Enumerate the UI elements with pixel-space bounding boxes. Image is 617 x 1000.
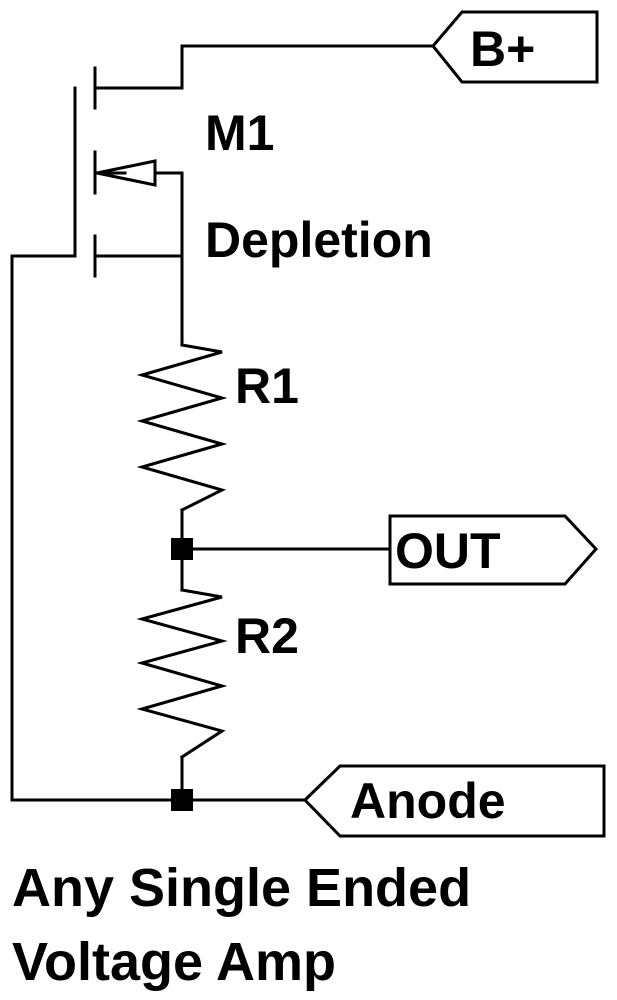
junction-node-anode xyxy=(171,789,193,811)
transistor-name-label: M1 xyxy=(205,105,274,161)
port-anode-label: Anode xyxy=(350,773,506,829)
resistor-r2-symbol xyxy=(136,588,228,760)
caption-line-2: Voltage Amp xyxy=(12,932,336,992)
wire-source-r1 xyxy=(93,254,184,347)
resistor-r2-label: R2 xyxy=(235,608,299,664)
port-out-flag xyxy=(388,514,599,586)
port-bplus-label: B+ xyxy=(470,21,535,77)
wire-body-lead xyxy=(153,171,184,258)
caption-line-1: Any Single Ended xyxy=(12,858,471,918)
port-anode-flag xyxy=(302,764,606,838)
port-bplus-flag xyxy=(431,10,599,84)
wire-bplus-drain xyxy=(93,44,435,90)
transistor-type-label: Depletion xyxy=(205,212,433,268)
wire-gate-loop xyxy=(10,86,307,802)
resistor-r1-symbol xyxy=(136,343,228,513)
port-out-label: OUT xyxy=(395,523,501,579)
junction-node-out xyxy=(171,538,193,560)
resistor-r1-label: R1 xyxy=(235,358,299,414)
mosfet-m1-symbol xyxy=(73,66,157,278)
